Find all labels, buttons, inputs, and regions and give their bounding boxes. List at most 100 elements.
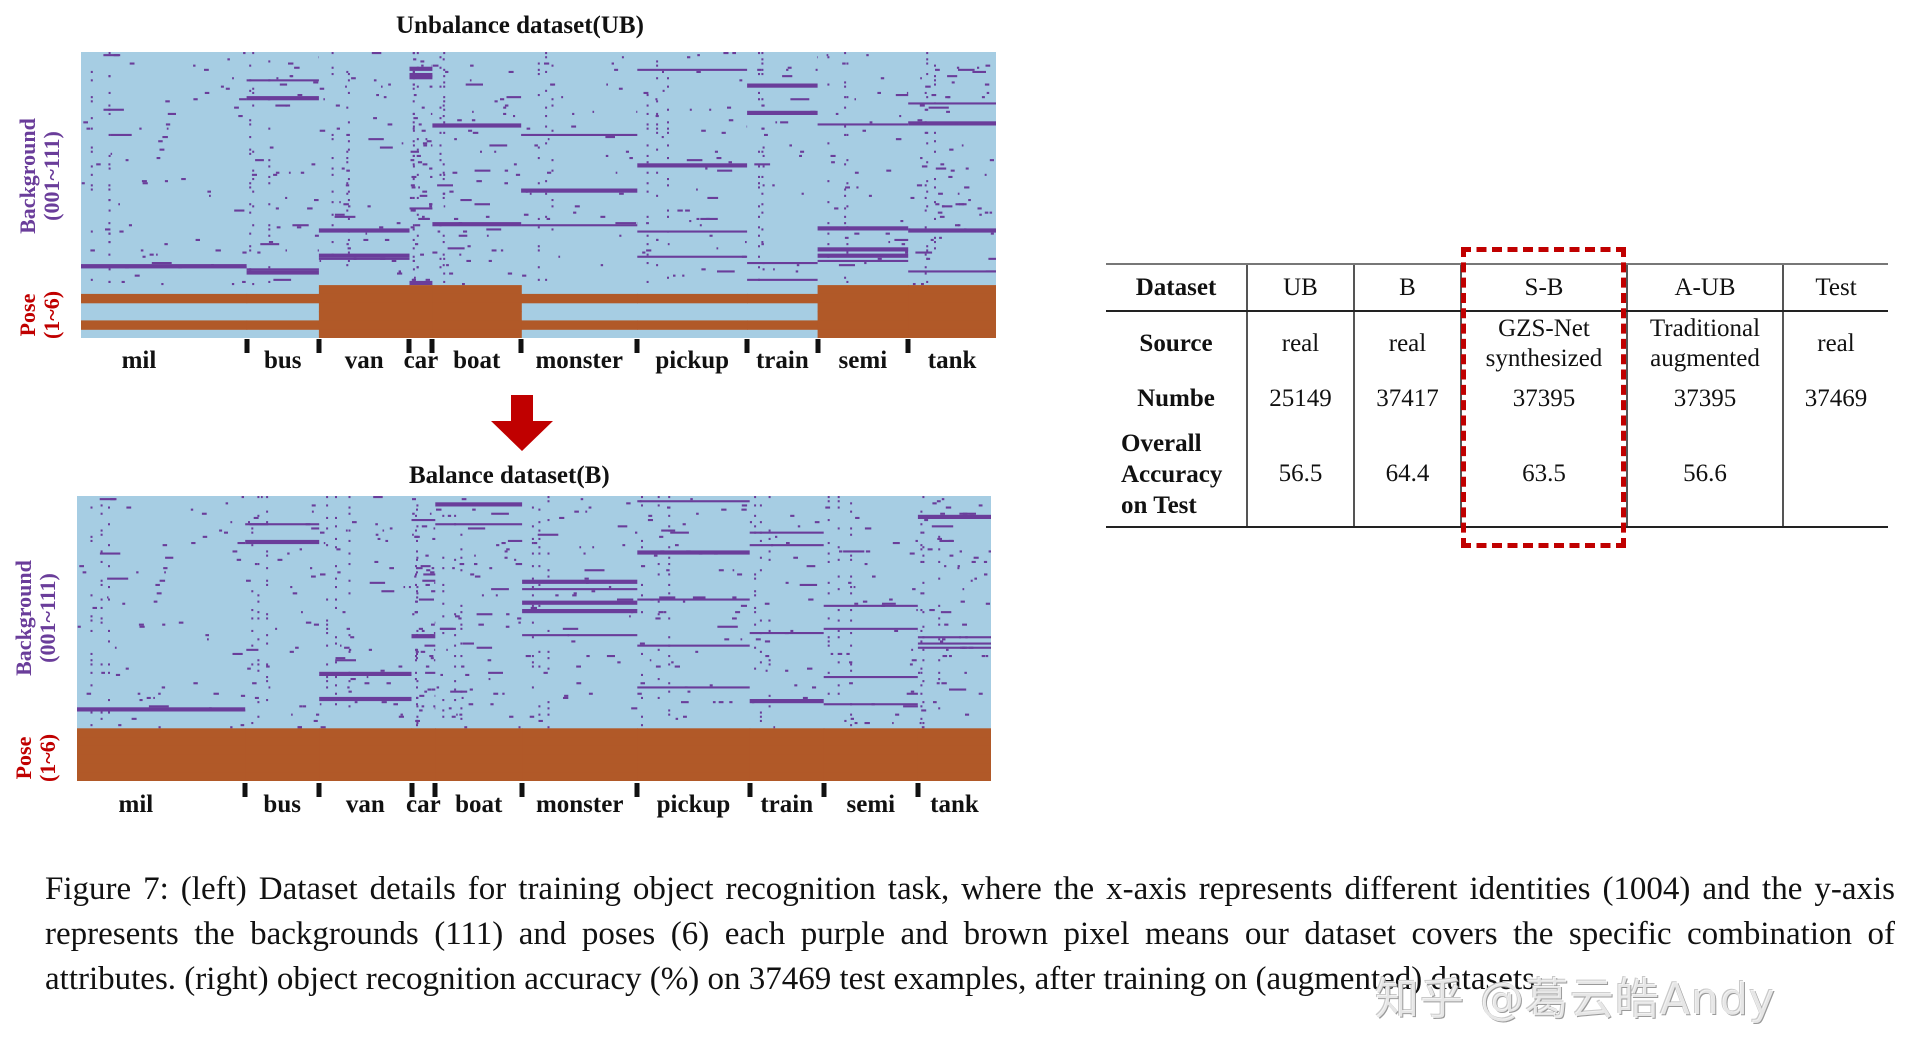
background-coverage-cell xyxy=(313,81,319,84)
background-coverage-cell xyxy=(957,565,960,568)
background-coverage-cell xyxy=(452,567,455,570)
background-coverage-cell xyxy=(983,560,988,563)
background-coverage-cell xyxy=(709,684,713,687)
background-coverage-cell xyxy=(442,602,445,605)
background-coverage-cell xyxy=(460,623,463,626)
background-coverage-cell xyxy=(531,542,534,545)
background-coverage-cell xyxy=(941,682,947,685)
background-coverage-cell xyxy=(938,192,943,195)
background-coverage-cell xyxy=(419,694,425,697)
background-coverage-cell xyxy=(854,98,856,101)
background-coverage-cell xyxy=(667,131,669,134)
background-coverage-cell xyxy=(605,154,609,157)
background-coverage-cell xyxy=(545,278,548,281)
background-coverage-cell xyxy=(455,615,460,618)
background-coverage-cell xyxy=(721,131,726,134)
background-coverage-cell xyxy=(667,121,669,124)
background-coverage-cell xyxy=(761,150,764,153)
background-coverage-cell xyxy=(758,98,760,101)
background-coverage-cell xyxy=(339,201,341,204)
background-coverage-cell xyxy=(292,224,309,227)
background-coverage-cell xyxy=(525,190,528,193)
pose-coverage-boat-6 xyxy=(435,772,523,781)
background-coverage-cell xyxy=(762,262,765,265)
background-coverage-cell xyxy=(862,600,868,603)
background-coverage-cell xyxy=(917,119,923,122)
background-coverage-cell xyxy=(827,560,830,563)
background-coverage-cell xyxy=(850,586,853,589)
background-coverage-cell xyxy=(103,108,124,111)
background-coverage-cell xyxy=(247,667,251,670)
background-coverage-cell xyxy=(412,112,415,115)
background-coverage-cell xyxy=(326,598,329,601)
background-coverage-cell xyxy=(646,161,649,164)
background-coverage-cell xyxy=(416,634,418,637)
background-coverage-cell xyxy=(646,215,649,218)
background-coverage-cell xyxy=(251,609,254,612)
background-coverage-cell xyxy=(531,661,534,664)
background-coverage-cell xyxy=(547,500,550,503)
background-coverage-cell xyxy=(129,62,135,65)
background-coverage-cell xyxy=(251,531,254,534)
background-coverage-cell xyxy=(567,634,570,637)
background-coverage-cell xyxy=(939,516,949,519)
background-coverage-cell xyxy=(657,573,660,576)
background-coverage-cell xyxy=(421,705,425,708)
background-coverage-cell xyxy=(252,224,255,227)
background-coverage-line xyxy=(81,266,247,269)
background-coverage-cell xyxy=(584,577,589,580)
background-coverage-cell xyxy=(162,544,168,547)
background-coverage-line xyxy=(409,280,433,286)
background-coverage-cell xyxy=(266,521,269,524)
background-coverage-cell xyxy=(934,140,936,143)
background-coverage-cell xyxy=(754,573,757,576)
background-coverage-cell xyxy=(850,533,853,536)
background-coverage-cell xyxy=(433,632,436,635)
background-coverage-cell xyxy=(657,696,660,699)
background-coverage-cell xyxy=(90,100,93,103)
background-coverage-cell xyxy=(955,203,961,206)
background-coverage-line xyxy=(747,83,818,88)
background-coverage-cell xyxy=(422,190,428,193)
background-coverage-cell xyxy=(924,253,927,256)
background-coverage-cell xyxy=(204,68,209,71)
background-coverage-cell xyxy=(326,627,329,630)
background-coverage-cell xyxy=(268,228,271,231)
background-coverage-cell xyxy=(529,192,532,195)
background-coverage-cell xyxy=(465,673,470,676)
background-coverage-cell xyxy=(443,272,446,275)
background-coverage-cell xyxy=(412,87,415,90)
pose-coverage-boat-3 xyxy=(435,745,523,756)
background-coverage-cell xyxy=(827,640,830,643)
background-coverage-cell xyxy=(551,129,554,132)
background-coverage-cell xyxy=(948,175,953,178)
pose-coverage-car-5 xyxy=(411,763,436,773)
background-coverage-cell xyxy=(701,268,706,271)
background-coverage-cell xyxy=(667,215,669,218)
x-axis-tick xyxy=(634,339,640,353)
background-coverage-cell xyxy=(846,243,849,246)
background-coverage-cell xyxy=(240,694,246,697)
background-coverage-cell xyxy=(373,79,377,82)
background-coverage-cell xyxy=(437,230,441,233)
background-coverage-cell xyxy=(889,598,893,601)
background-coverage-cell xyxy=(373,496,383,499)
pose-coverage-train-6 xyxy=(749,772,825,781)
background-coverage-cell xyxy=(257,496,260,499)
background-coverage-cell xyxy=(347,121,350,124)
background-coverage-cell xyxy=(335,537,337,540)
background-coverage-cell xyxy=(311,504,316,507)
background-coverage-cell xyxy=(249,64,252,67)
background-coverage-cell xyxy=(268,182,271,185)
background-coverage-cell xyxy=(537,146,540,149)
background-coverage-cell xyxy=(335,598,337,601)
background-coverage-cell xyxy=(508,70,514,73)
background-coverage-cell xyxy=(667,157,669,160)
background-coverage-cell xyxy=(668,556,671,559)
figure-caption: Figure 7: (left) Dataset details for tra… xyxy=(45,871,1895,997)
pose-coverage-semi-6 xyxy=(823,772,919,781)
background-coverage-cell xyxy=(606,655,615,658)
background-coverage-line xyxy=(908,102,996,105)
background-coverage-cell xyxy=(611,62,614,65)
